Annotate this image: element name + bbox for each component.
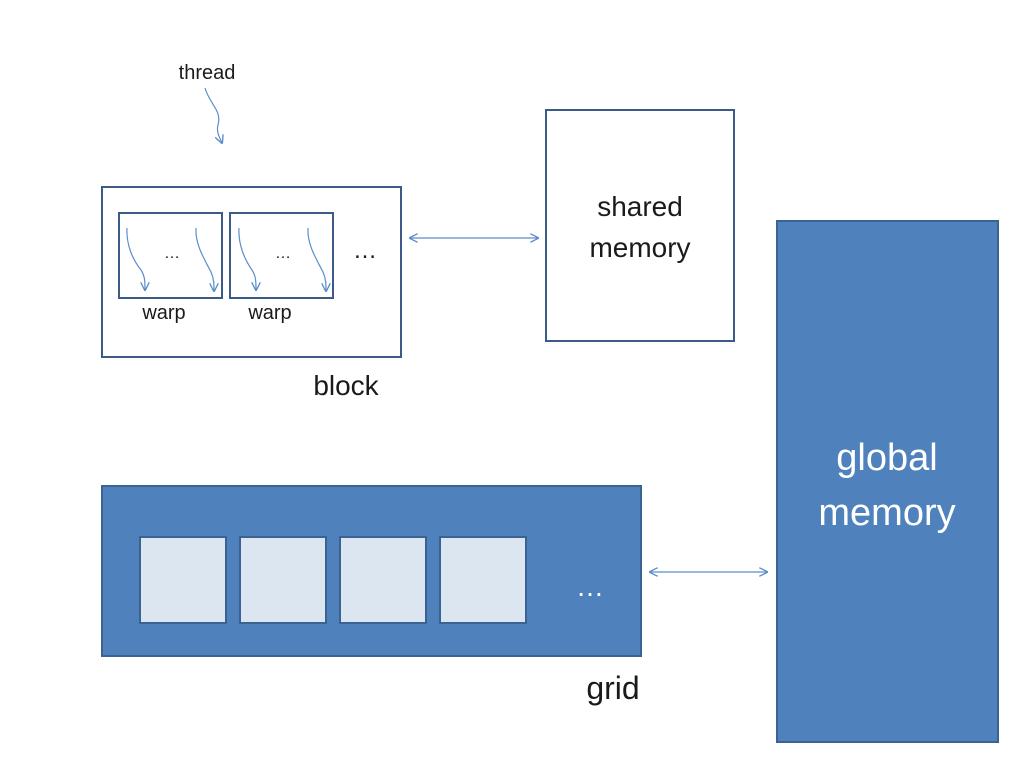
grid-block-4: [439, 536, 527, 624]
thread-pointer-arrow: [204, 87, 222, 143]
warp-1-label: warp: [141, 302, 185, 324]
global-memory-box: [776, 220, 999, 743]
block-ellipsis: …: [353, 237, 377, 264]
warp-1-ellipsis: …: [164, 245, 180, 262]
warp-2-thread-arrow-left: [238, 227, 256, 290]
warp-box-2: [229, 212, 334, 299]
shared-memory-label-line1: shared: [597, 191, 683, 222]
grid-block-1: [139, 536, 227, 624]
global-memory-label-line2: memory: [818, 492, 955, 534]
warp-2-thread-arrow-right: [307, 227, 326, 291]
block-label: block: [313, 370, 379, 401]
warp-1-thread-arrow-right: [195, 227, 214, 291]
warp-box-1: [118, 212, 223, 299]
shared-memory-label-line2: memory: [589, 232, 690, 263]
grid-block-2: [239, 536, 327, 624]
thread-label: thread: [179, 62, 236, 84]
warp-1-thread-arrow-left: [126, 227, 145, 290]
warp-2-ellipsis: …: [275, 245, 291, 262]
grid-ellipsis: …: [576, 571, 604, 602]
warp-2-label: warp: [247, 302, 291, 324]
grid-block-3: [339, 536, 427, 624]
global-memory-label-line1: global: [836, 437, 937, 479]
shared-memory-box: [545, 109, 735, 342]
grid-label: grid: [586, 670, 639, 706]
